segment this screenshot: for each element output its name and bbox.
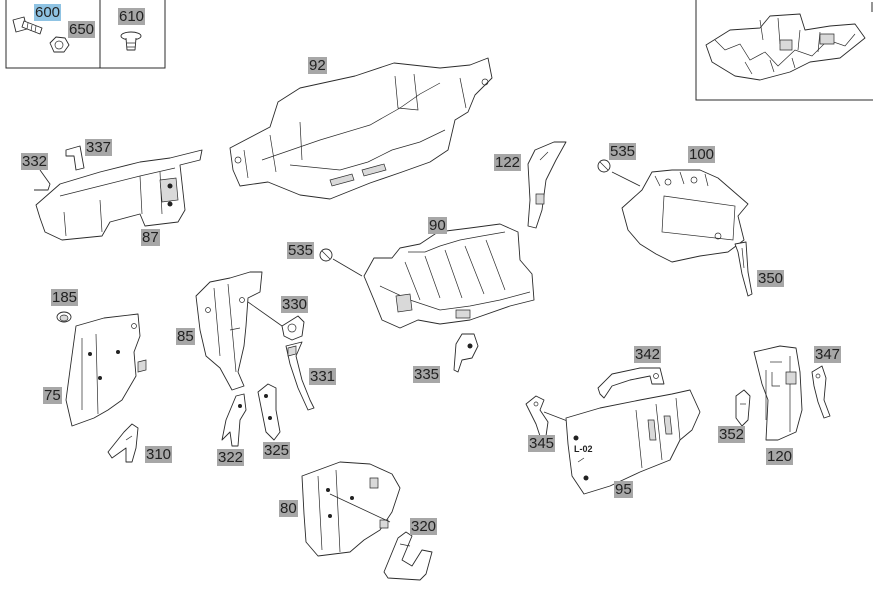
label-part-352[interactable]: 352: [718, 426, 746, 443]
part-87-bracket[interactable]: [34, 145, 203, 241]
label-part-610[interactable]: 610: [118, 8, 146, 25]
label-part-92[interactable]: 92: [308, 57, 327, 74]
label-part-322[interactable]: 322: [217, 449, 245, 466]
label-part-95[interactable]: 95: [614, 481, 633, 498]
label-part-535-lower[interactable]: 535: [287, 242, 315, 259]
part-90-duct[interactable]: [363, 223, 535, 329]
label-part-120[interactable]: 120: [766, 448, 794, 465]
part-352-bracket[interactable]: [735, 389, 751, 427]
part-345-bracket[interactable]: [525, 395, 571, 437]
label-part-330[interactable]: 330: [281, 296, 309, 313]
label-part-87[interactable]: 87: [141, 229, 160, 246]
part-330-clip[interactable]: [247, 301, 305, 341]
part-325-bracket[interactable]: [257, 383, 281, 441]
label-part-320[interactable]: 320: [410, 518, 438, 535]
label-part-600[interactable]: 600: [34, 4, 62, 21]
label-part-75[interactable]: 75: [43, 387, 62, 404]
clip-535-upper[interactable]: [597, 159, 641, 187]
label-part-335[interactable]: 335: [413, 366, 441, 383]
part-350-strap[interactable]: [734, 241, 753, 297]
label-part-342[interactable]: 342: [634, 346, 662, 363]
label-part-535-upper[interactable]: 535: [609, 143, 637, 160]
part-347-bracket[interactable]: [811, 365, 831, 419]
label-part-650[interactable]: 650: [68, 21, 96, 38]
label-part-331[interactable]: 331: [309, 368, 337, 385]
label-part-325[interactable]: 325: [263, 442, 291, 459]
label-part-337[interactable]: 337: [85, 139, 113, 156]
part-85-panel[interactable]: [195, 271, 263, 391]
label-part-347[interactable]: 347: [814, 346, 842, 363]
clip-610[interactable]: [120, 31, 142, 51]
part-95-panel[interactable]: [565, 389, 701, 495]
label-part-80[interactable]: 80: [279, 500, 298, 517]
part-100-control-unit[interactable]: [621, 169, 749, 263]
clip-535-lower[interactable]: [319, 248, 363, 277]
label-part-85[interactable]: 85: [176, 328, 195, 345]
part-122-bracket[interactable]: [527, 141, 567, 229]
part-320-bracket[interactable]: [383, 531, 433, 581]
bolt-600[interactable]: [12, 16, 43, 35]
label-part-185[interactable]: 185: [51, 289, 79, 306]
label-part-350[interactable]: 350: [757, 270, 785, 287]
part-310-bracket[interactable]: [107, 423, 139, 463]
nut-650[interactable]: [49, 36, 70, 53]
part-342-bracket[interactable]: [597, 367, 665, 399]
part-331-stay[interactable]: [285, 341, 315, 411]
part-92-bracket[interactable]: [229, 57, 493, 200]
label-part-122[interactable]: 122: [494, 154, 522, 171]
part-95-marking: L-02: [574, 444, 593, 454]
label-part-345[interactable]: 345: [528, 435, 556, 452]
label-part-332[interactable]: 332: [21, 153, 49, 170]
grommet-185[interactable]: [56, 311, 72, 323]
part-335-bracket[interactable]: [453, 333, 479, 373]
part-120-cover[interactable]: [753, 345, 803, 441]
label-part-310[interactable]: 310: [145, 446, 173, 463]
part-80-panel[interactable]: [301, 461, 401, 557]
label-part-90[interactable]: 90: [428, 217, 447, 234]
part-322-bracket[interactable]: [221, 393, 247, 447]
vehicle-overview-inset: [695, 0, 873, 101]
label-part-100[interactable]: 100: [688, 146, 716, 163]
hardware-inset: [5, 0, 166, 69]
part-75-panel[interactable]: [65, 313, 147, 427]
